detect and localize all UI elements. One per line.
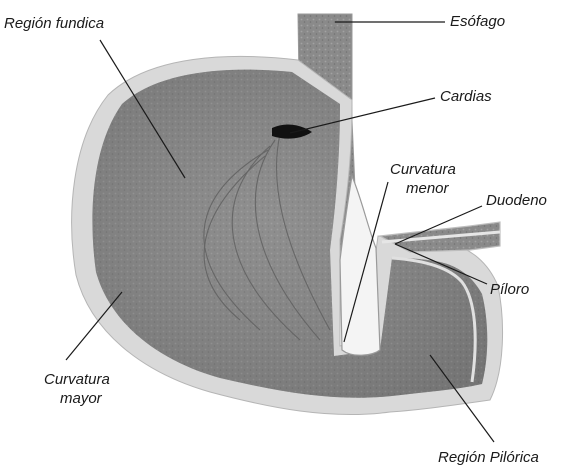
label-curvatura-menor-line1: Curvatura [390,161,456,178]
label-duodeno: Duodeno [486,192,547,209]
stomach-illustration [72,14,503,415]
label-esofago: Esófago [450,13,505,30]
label-curvatura-mayor-line2: mayor [60,390,103,407]
label-cardias: Cardias [440,88,492,105]
label-curvatura-menor-line2: menor [406,180,450,197]
label-curvatura-mayor-line1: Curvatura [44,371,110,388]
label-region-pilorica: Región Pilórica [438,449,539,466]
label-piloro: Píloro [490,281,529,298]
label-region-fundica: Región fundica [4,15,104,32]
